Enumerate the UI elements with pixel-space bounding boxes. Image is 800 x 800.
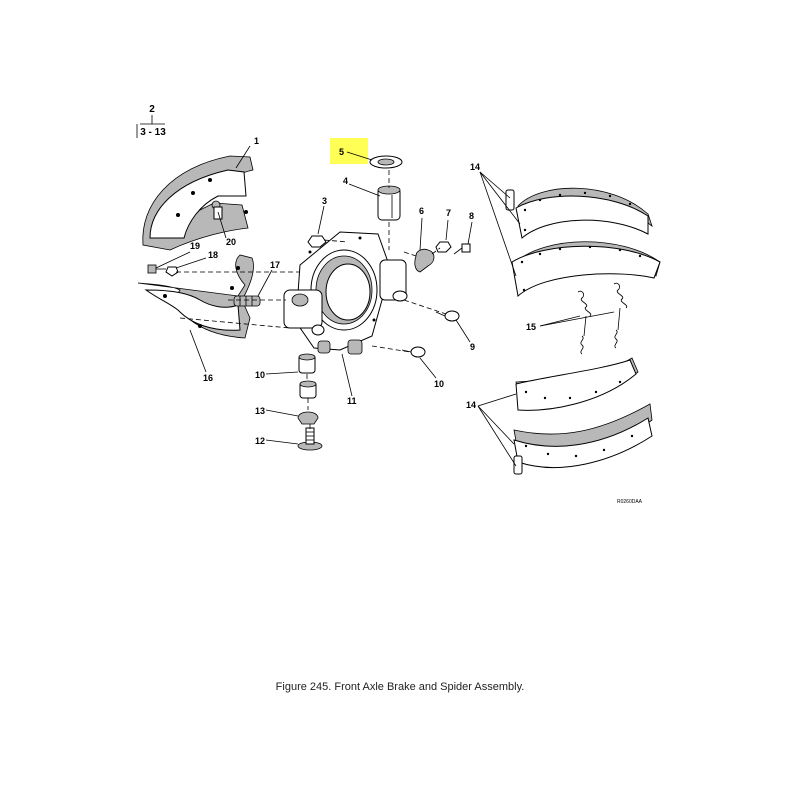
anchor-pin-17 <box>233 295 261 307</box>
nut-3 <box>307 235 327 248</box>
upper-dust-shield <box>142 155 254 251</box>
clip-6 <box>414 248 435 273</box>
callout-5: 5 <box>339 147 344 157</box>
nut-18 <box>165 266 179 277</box>
lower-dust-shield <box>137 254 254 339</box>
bushing-4 <box>377 185 401 221</box>
brake-shoe-upper-2 <box>511 241 661 297</box>
nut-7 <box>435 241 452 253</box>
brake-shoe-upper-1 <box>515 187 653 239</box>
brake-shoe-lower-1 <box>515 357 639 411</box>
callouts: 1 3 4 5 6 7 8 9 10 10 11 12 13 14 14 15 … <box>190 136 536 446</box>
leader-lines <box>155 145 615 467</box>
callout-14-upper: 14 <box>470 162 480 172</box>
callout-4: 4 <box>343 176 348 186</box>
bushing-10-lower <box>299 380 317 399</box>
callout-14-lower: 14 <box>466 400 476 410</box>
washer-5 <box>369 155 403 169</box>
callout-12: 12 <box>255 436 265 446</box>
callout-19: 19 <box>190 241 200 251</box>
callout-13: 13 <box>255 406 265 416</box>
callout-8: 8 <box>469 211 474 221</box>
callout-20: 20 <box>226 237 236 247</box>
callout-15: 15 <box>526 322 536 332</box>
callout-6: 6 <box>419 206 424 216</box>
return-spring-left <box>577 290 592 355</box>
fitting-12 <box>297 427 323 451</box>
callout-11: 11 <box>347 396 357 406</box>
callout-3: 3 <box>322 196 327 206</box>
shoe-pin-lower <box>513 455 523 475</box>
callout-16: 16 <box>203 373 213 383</box>
bushing-10-upper <box>298 353 316 374</box>
bolt-9 <box>435 310 460 322</box>
highlight-item-5 <box>330 138 368 164</box>
figure-caption: Figure 245. Front Axle Brake and Spider … <box>275 681 525 693</box>
return-spring-right <box>613 282 628 349</box>
reference-top: 2 <box>149 104 155 115</box>
callout-7: 7 <box>446 208 451 218</box>
brake-spider <box>283 231 408 355</box>
brake-shoe-lower-2 <box>513 403 653 468</box>
drawing-code: R0260DAA <box>617 499 643 505</box>
callout-18: 18 <box>208 250 218 260</box>
bolt-10-right <box>401 346 426 358</box>
bolt-19 <box>147 264 166 274</box>
callout-1: 1 <box>254 136 259 146</box>
seal-13 <box>297 411 319 425</box>
figure-reference: 2 3 - 13 <box>136 104 166 138</box>
callout-17: 17 <box>270 260 280 270</box>
callout-9: 9 <box>470 342 475 352</box>
reference-bottom: 3 - 13 <box>140 127 166 138</box>
assembly-lines <box>176 170 447 430</box>
shoe-pin-upper <box>505 189 515 211</box>
bolt-8 <box>453 243 471 255</box>
callout-10-left: 10 <box>255 370 265 380</box>
callout-10-right: 10 <box>434 379 444 389</box>
